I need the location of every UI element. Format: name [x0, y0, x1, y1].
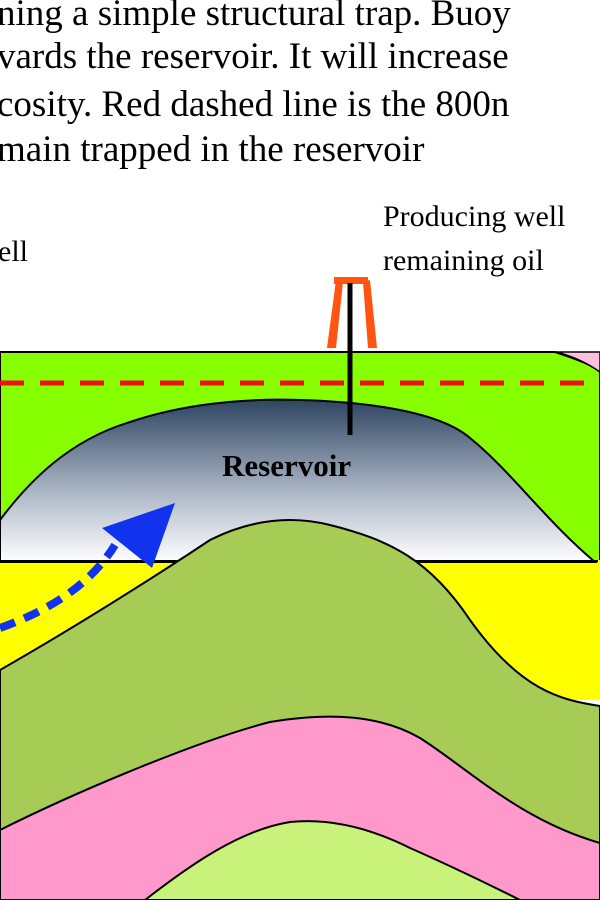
bottom-core-layer [143, 820, 521, 900]
caption-line-3: cosity. Red dashed line is the 800n [0, 84, 510, 125]
pink-layer [0, 715, 600, 900]
oil-derrick-icon [327, 277, 377, 348]
remaining-oil-label: remaining oil [383, 244, 544, 277]
right-pink-sliver [555, 351, 600, 373]
caption-line-2: vards the reservoir. It will increase [0, 36, 509, 77]
caption-line-4: main trapped in the reservoir [0, 129, 425, 170]
reservoir-label: Reservoir [222, 448, 352, 483]
caption-line-1: ning a simple structural trap. Buoy [0, 0, 511, 34]
left-well-label: ell [0, 235, 28, 268]
producing-well-label: Producing well [383, 200, 566, 233]
migration-arrow-icon [0, 503, 175, 632]
